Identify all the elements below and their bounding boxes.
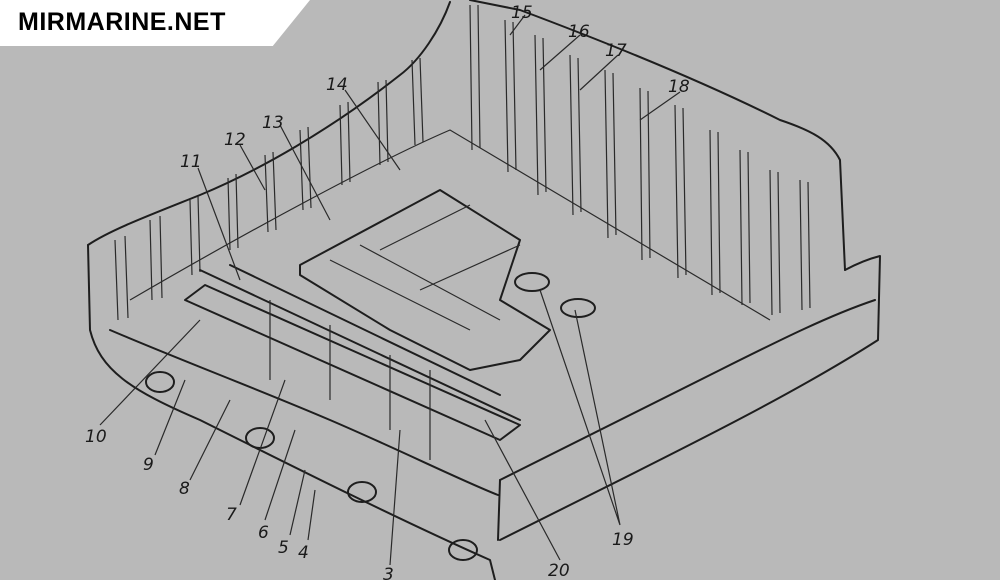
wood-ceiling-planks xyxy=(299,189,551,371)
callout-labels: 3 4 5 6 7 8 9 10 11 12 13 14 15 16 17 18… xyxy=(85,3,690,580)
label-17: 17 xyxy=(605,41,627,61)
label-8: 8 xyxy=(179,479,190,499)
hull-outline xyxy=(87,0,881,580)
label-18: 18 xyxy=(668,77,690,97)
site-logo: MIRMARINE.NET xyxy=(0,0,310,46)
frames xyxy=(114,4,811,321)
label-4: 4 xyxy=(298,543,309,563)
label-13: 13 xyxy=(262,113,284,133)
label-20: 20 xyxy=(548,561,570,580)
center-girder xyxy=(184,264,521,460)
label-9: 9 xyxy=(143,455,154,475)
label-6: 6 xyxy=(258,523,269,543)
label-14: 14 xyxy=(326,75,348,95)
leader-lines xyxy=(99,14,681,566)
label-3: 3 xyxy=(383,565,394,580)
label-15: 15 xyxy=(511,3,533,23)
label-19: 19 xyxy=(612,530,634,550)
label-16: 16 xyxy=(568,22,590,42)
label-11: 11 xyxy=(180,152,202,172)
logo-text: MIRMARINE.NET xyxy=(18,8,226,36)
label-10: 10 xyxy=(85,427,107,447)
label-12: 12 xyxy=(224,130,246,150)
label-5: 5 xyxy=(278,538,289,558)
label-7: 7 xyxy=(226,505,237,525)
lightening-holes xyxy=(145,272,596,561)
